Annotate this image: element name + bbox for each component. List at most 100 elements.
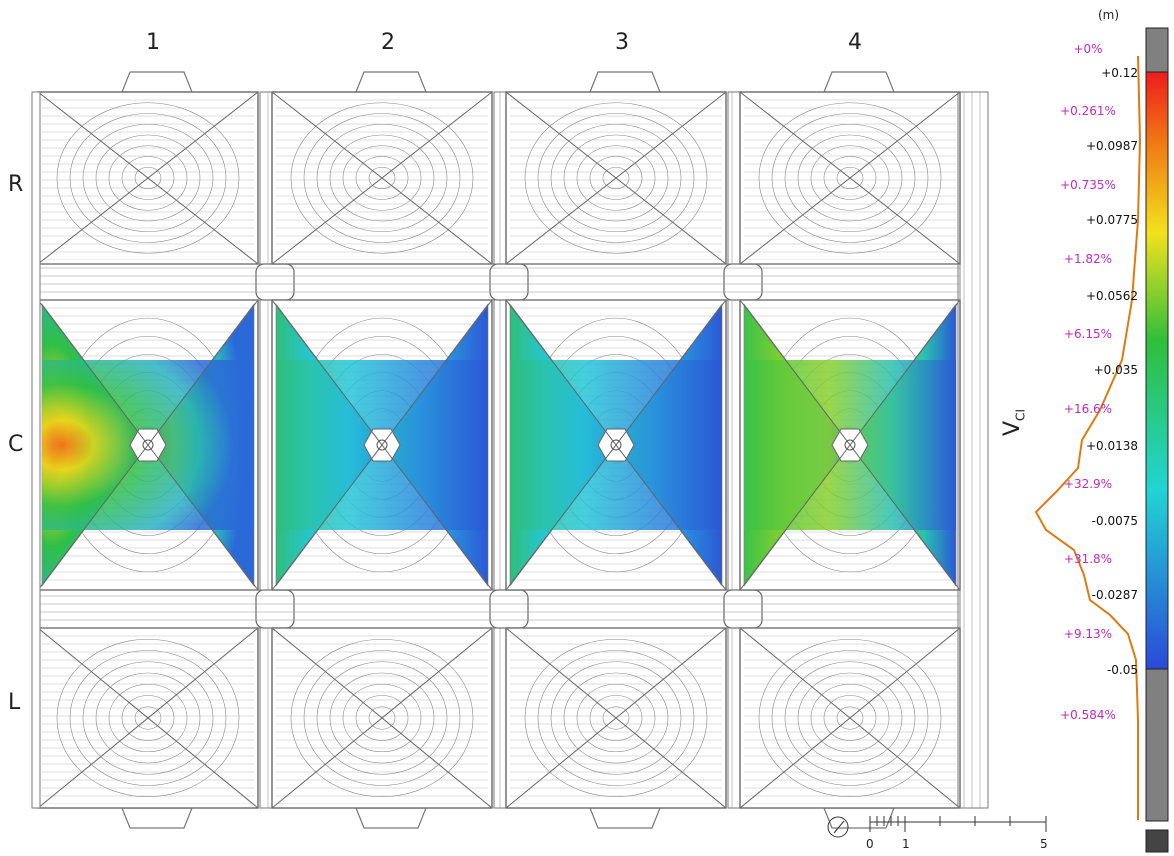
contour-ring — [537, 650, 695, 786]
vault-cap-top — [823, 71, 895, 93]
contour-ring — [95, 672, 201, 764]
boss-center — [844, 439, 856, 451]
contour-ring — [342, 145, 422, 211]
vault-bay-r-2 — [271, 91, 493, 265]
legend-unit: (m) — [1098, 8, 1120, 22]
vault-bay-c-3 — [505, 299, 727, 591]
contour-ring — [316, 123, 448, 233]
contour-ring — [303, 113, 461, 243]
diagonal-rib — [739, 627, 961, 809]
contour-ring — [823, 695, 877, 741]
contour-ring — [355, 156, 409, 200]
column-label-1: 1 — [146, 30, 160, 55]
vault-bay-c-1 — [37, 299, 259, 591]
contour-ring — [810, 145, 890, 211]
contour-ring — [771, 650, 929, 786]
vault-bay-l-3 — [505, 627, 727, 809]
legend-gray-bottom — [1145, 668, 1169, 822]
contour-ring — [95, 134, 201, 222]
diagonal-rib — [505, 627, 727, 809]
contour-ring — [602, 166, 630, 190]
row-label-c: C — [8, 432, 24, 457]
scale-label-1: 1 — [902, 837, 910, 851]
longitudinal-arch — [37, 263, 961, 301]
boss-center — [610, 439, 622, 451]
boss-center — [376, 439, 388, 451]
row-label-r: R — [8, 172, 24, 197]
legend-tick: +0.12 — [1101, 66, 1138, 80]
legend-tick: +0.0562 — [1085, 289, 1138, 303]
vault-cap-top — [589, 71, 661, 93]
north-arrow-needle — [833, 820, 845, 834]
contour-ring — [82, 123, 214, 233]
vault-cap-top — [121, 71, 193, 93]
vault-bay-l-2 — [271, 627, 493, 809]
contour-ring — [56, 638, 240, 798]
contour-ring — [134, 706, 162, 730]
vault-bay-r-3 — [505, 91, 727, 265]
contour-ring — [69, 113, 227, 243]
vertical-label-sub: CI — [1013, 409, 1028, 421]
vault-bay-r-4 — [739, 91, 961, 265]
legend-tick: -0.0287 — [1091, 588, 1138, 602]
contour-ring — [121, 695, 175, 741]
legend-percentage: +0.261% — [1060, 104, 1116, 118]
contour-ring — [368, 166, 396, 190]
west-wall — [31, 91, 41, 809]
vault-bay-l-1 — [37, 627, 259, 809]
legend-percentage: +9.13% — [1063, 627, 1113, 641]
scale-label-5: 5 — [1040, 837, 1048, 851]
diagonal-rib — [271, 299, 493, 591]
contour-ring — [329, 134, 435, 222]
diagonal-rib — [37, 299, 259, 591]
contour-ring — [355, 695, 409, 741]
contour-ring — [329, 672, 435, 764]
contour-ring — [537, 113, 695, 243]
contour-ring — [589, 156, 643, 200]
diagonal-rib — [37, 91, 259, 265]
contour-ring — [836, 166, 864, 190]
contour-ring — [758, 102, 942, 254]
diagonal-rib — [37, 627, 259, 809]
contour-ring — [303, 650, 461, 786]
legend-tick: -0.0075 — [1091, 514, 1138, 528]
legend-tick: +0.0775 — [1085, 213, 1138, 227]
legend-gray-top — [1145, 27, 1169, 73]
vault-bay-l-4 — [739, 627, 961, 809]
contour-ring — [758, 638, 942, 798]
scale-label-0: 0 — [866, 837, 874, 851]
legend-percentage: +32.9% — [1063, 477, 1113, 491]
legend-tick: +0.035 — [1093, 363, 1138, 377]
vault-cap-bottom — [121, 807, 193, 829]
vault-cap-bottom — [589, 807, 661, 829]
legend-percentage: +1.82% — [1063, 252, 1113, 266]
diagonal-rib — [505, 91, 727, 265]
diagonal-rib — [271, 627, 493, 809]
boss-center — [142, 439, 154, 451]
contour-ring — [368, 706, 396, 730]
contour-ring — [771, 113, 929, 243]
diagonal-rib — [505, 299, 727, 591]
contour-ring — [56, 102, 240, 254]
contour-ring — [290, 638, 474, 798]
longitudinal-arch — [37, 589, 961, 629]
contour-ring — [550, 123, 682, 233]
east-wall — [957, 91, 989, 809]
column-label-2: 2 — [381, 30, 395, 55]
row-label-l: L — [8, 690, 21, 715]
contour-ring — [602, 706, 630, 730]
contour-ring — [797, 672, 903, 764]
contour-ring — [134, 166, 162, 190]
contour-ring — [316, 661, 448, 775]
contour-ring — [108, 145, 188, 211]
legend-percentage: +0.584% — [1060, 708, 1116, 722]
diagonal-rib — [271, 91, 493, 265]
contour-ring — [290, 102, 474, 254]
legend-percentage: +16.6% — [1063, 402, 1113, 416]
legend-percentage: +6.15% — [1063, 327, 1113, 341]
contour-ring — [589, 695, 643, 741]
contour-ring — [524, 638, 708, 798]
legend-tick: +0.0138 — [1085, 439, 1138, 453]
vault-bay-r-1 — [37, 91, 259, 265]
